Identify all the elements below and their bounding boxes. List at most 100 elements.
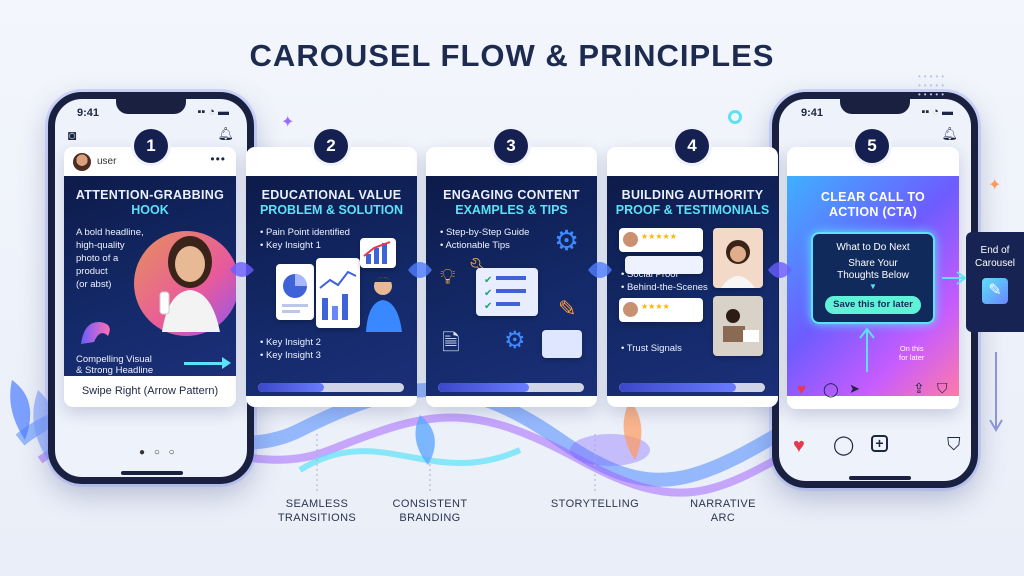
arrow-down-icon: [989, 352, 1003, 432]
progress-bar: [619, 383, 765, 392]
slide-card-4[interactable]: BUILDING AUTHORITY PROOF & TESTIMONIALS …: [607, 147, 778, 407]
lightbulb-icon: 💡︎: [440, 264, 456, 289]
phone-notch: [840, 98, 910, 114]
label-line: SEAMLESS: [285, 498, 349, 510]
bullet-item: • Key Insight 3: [260, 350, 321, 361]
swipe-instruction: Swipe Right (Arrow Pattern): [81, 385, 219, 397]
slide-card-2[interactable]: EDUCATIONAL VALUE PROBLEM & SOLUTION • P…: [246, 147, 417, 407]
bullet-item: • Actionable Tips: [440, 240, 510, 251]
comment-icon[interactable]: ◯: [823, 381, 839, 397]
note-line: On this: [899, 344, 924, 353]
label-line: CONSISTENT: [392, 498, 468, 510]
edit-document-icon: ✎: [982, 278, 1008, 304]
hook-bottom-text: Compelling Visual & Strong Headline: [76, 354, 186, 376]
label-line: ARC: [710, 512, 736, 524]
stars-icon: ★★★★★: [641, 232, 677, 241]
slide-engaging: ENGAGING CONTENT EXAMPLES & TIPS • Step-…: [426, 176, 597, 396]
slide-authority: BUILDING AUTHORITY PROOF & TESTIMONIALS …: [607, 176, 778, 396]
share-icon[interactable]: ⇪: [913, 380, 925, 396]
slide-headline: EDUCATIONAL VALUE: [261, 188, 402, 202]
heart-icon[interactable]: ♥: [793, 435, 805, 457]
bullet-item: • Key Insight 2: [260, 337, 321, 348]
progress-fill: [438, 383, 529, 392]
cta-panel: What to Do Next Share Your Thoughts Belo…: [811, 232, 935, 324]
slide-subheadline: PROOF & TESTIMONIALS: [615, 203, 770, 217]
cta-sub-line: Share Your: [848, 258, 898, 269]
heart-icon[interactable]: ♥: [797, 381, 806, 398]
save-button[interactable]: Save this for later: [825, 296, 921, 314]
slide-hook: ATTENTION-GRABBING HOOK A bold headline,…: [64, 176, 236, 376]
bell-icon[interactable]: 🔔︎: [941, 126, 958, 141]
note-line: for later: [899, 353, 925, 362]
testimonial-photo: [713, 228, 763, 288]
cta-subtitle: Share Your Thoughts Below: [813, 258, 933, 282]
thinking-person-icon: [366, 277, 402, 332]
checklist-icon: ✔✔✔: [476, 268, 538, 316]
avatar: [73, 153, 91, 171]
stars-icon: ★★★★: [641, 302, 670, 311]
bell-icon[interactable]: 🔔︎: [217, 126, 234, 141]
bullet-item: • Step-by-Step Guide: [440, 227, 530, 238]
status-time: 9:41: [77, 107, 100, 119]
slide-headline: BUILDING AUTHORITY: [621, 188, 764, 202]
end-line: Carousel: [974, 258, 1016, 269]
bullet-list: • Step-by-Step Guide • Actionable Tips: [440, 226, 529, 252]
person-photo: [159, 236, 220, 332]
review-card: ★★★★: [619, 298, 703, 322]
end-line: End of: [980, 245, 1010, 256]
home-indicator: [849, 476, 911, 480]
slide-card-1[interactable]: user ••• ATTENTION-GRABBING HOOK A bold …: [64, 147, 236, 407]
step-badge-1: 1: [134, 129, 168, 163]
note-text: On this for later: [899, 344, 924, 362]
end-of-carousel-card: End of Carousel ✎: [966, 232, 1024, 332]
bookmark-icon[interactable]: ⛉: [947, 434, 961, 454]
svg-text:✔: ✔: [484, 275, 492, 286]
bar-chart-icon: [360, 238, 396, 268]
desc-line: high-quality: [76, 240, 125, 251]
slide-headline: ATTENTION-GRABBING: [75, 188, 225, 202]
gear-icon: ⚙: [554, 225, 580, 256]
step-badge-2: 2: [314, 129, 348, 163]
add-icon[interactable]: +: [871, 435, 888, 452]
home-indicator: [121, 471, 183, 475]
trust-signals: • Trust Signals: [621, 343, 682, 354]
label-line: TRANSITIONS: [277, 512, 357, 524]
review-card: [625, 256, 703, 274]
bottom-line: Compelling Visual: [76, 354, 152, 365]
username: user: [97, 156, 117, 167]
arrow-right-icon: [184, 362, 228, 365]
signal-icon: ▪▪ ◔ ▬: [921, 106, 953, 118]
bullet-item: • Behind-the-Scenes: [621, 282, 708, 293]
review-card: ★★★★★: [619, 228, 703, 252]
svg-text:✔: ✔: [484, 288, 492, 299]
status-time: 9:41: [801, 107, 824, 119]
slide-card-3[interactable]: ENGAGING CONTENT EXAMPLES & TIPS • Step-…: [426, 147, 597, 407]
label-line: STORYTELLING: [550, 498, 640, 510]
arrow-right-icon: [942, 271, 967, 285]
testimonial-photo: [713, 296, 763, 356]
label-line: BRANDING: [399, 512, 461, 524]
settings-icon: ⚙: [504, 327, 526, 354]
bullet-item: • Pain Point identified: [260, 227, 350, 238]
bullet-item: • Social Proof: [621, 269, 679, 280]
slide-card-5[interactable]: CLEAR CALL TO ACTION (CTA) What to Do Ne…: [787, 147, 959, 409]
bullet-list: • Social Proof • Behind-the-Scenes: [621, 268, 708, 294]
carousel-dots: ● ○ ○: [139, 447, 178, 458]
comment-icon[interactable]: ◯: [833, 435, 855, 456]
sparkle-icon: ✦: [988, 177, 1002, 194]
camera-icon[interactable]: ◙: [68, 127, 77, 143]
progress-bar: [438, 383, 584, 392]
progress-fill: [258, 383, 324, 392]
bullet-list-2: • Key Insight 2 • Key Insight 3: [260, 336, 321, 362]
bookmark-icon[interactable]: ⛉: [937, 380, 948, 396]
step-badge-4: 4: [675, 129, 709, 163]
ring-icon: [728, 110, 742, 124]
hook-description: A bold headline, high-quality photo of a…: [76, 226, 156, 291]
arrow-up-icon: [859, 327, 875, 372]
pencil-icon: ✎: [558, 296, 577, 321]
more-options-icon[interactable]: •••: [210, 152, 226, 166]
principle-label-3: STORYTELLING: [540, 497, 650, 511]
send-icon[interactable]: ➤: [849, 381, 860, 396]
page-title: CAROUSEL FLOW & PRINCIPLES: [249, 38, 775, 73]
step-badge-3: 3: [494, 129, 528, 163]
